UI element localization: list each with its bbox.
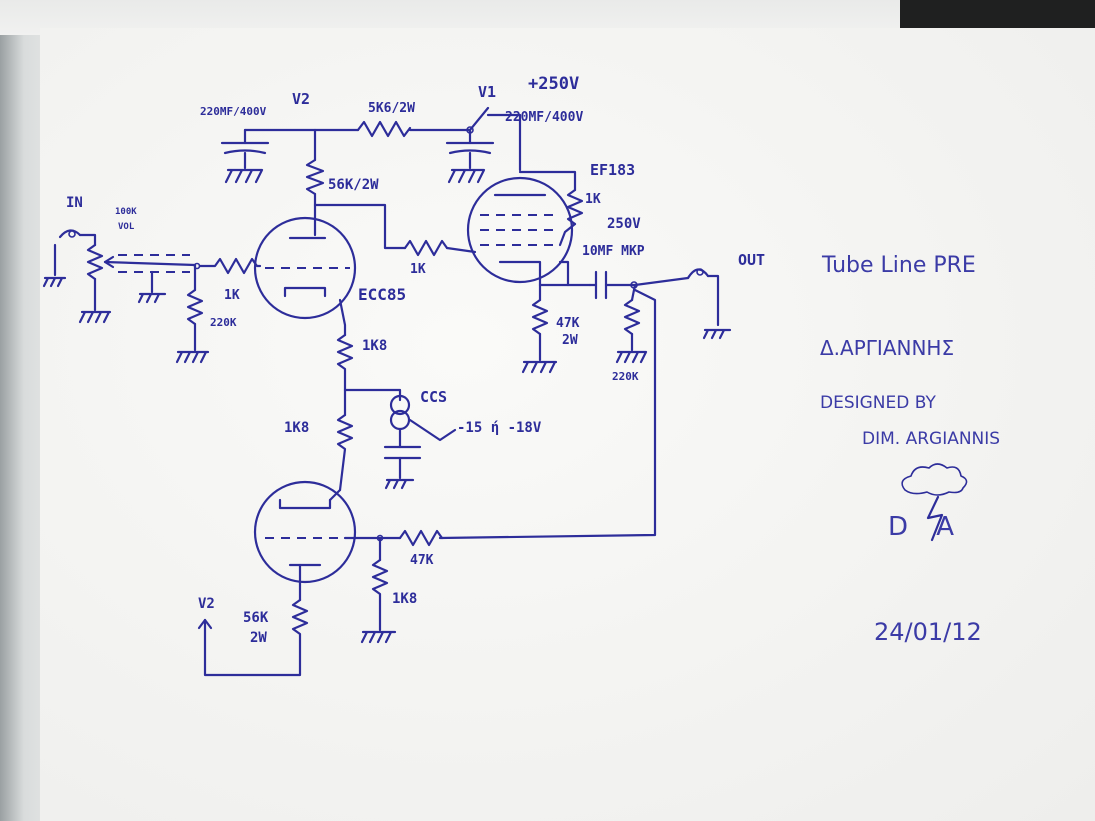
v1-filter-capacitor	[445, 128, 495, 184]
resistor-56k-top	[305, 128, 407, 250]
label-b-plus: +250V	[528, 74, 579, 94]
label-bias: -15 ή -18V	[457, 420, 542, 436]
label-out: OUT	[738, 251, 765, 269]
label-r-56k-bottom-line2: 2W	[250, 630, 267, 646]
ecc85-lower-triode	[197, 480, 444, 677]
output-section	[438, 268, 732, 540]
resistor-47k-cathode	[521, 283, 558, 374]
label-cap-v1: 220MF/400V	[505, 110, 583, 125]
logo-mark	[901, 463, 968, 542]
label-vol-line1: 100K	[115, 207, 137, 217]
background-dark-corner	[900, 0, 1095, 30]
label-r-47k-cathode: 47K 2W	[556, 316, 587, 348]
label-v-250: 250V	[607, 216, 641, 232]
label-r-56k-top: 56K/2W	[328, 177, 379, 193]
label-ef183: EF183	[590, 161, 635, 179]
v2-filter-capacitor	[220, 128, 270, 184]
label-r-220k-out: 220K	[612, 370, 639, 383]
note-title: Tube Line PRE	[821, 253, 976, 278]
label-r-5k6: 5K6/2W	[368, 101, 415, 116]
label-vol: 100K VOL	[115, 207, 142, 232]
supply-rail	[243, 106, 522, 172]
label-r-47k-line2: 2W	[562, 333, 578, 348]
label-v1: V1	[478, 83, 496, 101]
note-author: DIM. ARGIANNIS	[862, 429, 1000, 449]
label-ccs: CCS	[420, 388, 447, 406]
label-r-47k-line1: 47K	[556, 316, 580, 331]
label-r-56k-bottom-line1: 56K	[243, 610, 269, 626]
paper-sheet	[40, 28, 1095, 821]
note-author-greek: Δ.ΑΡΓΙΑΝΝΗΣ	[820, 336, 954, 360]
component-labels: 220MF/400V V2 5K6/2W V1 +250V 220MF/400V…	[66, 74, 765, 646]
label-vol-line2: VOL	[118, 222, 135, 232]
label-cap-out: 10MF MKP	[582, 244, 645, 259]
label-r-47k-fb: 47K	[410, 553, 434, 568]
note-date: 24/01/12	[874, 618, 982, 646]
note-designed-by: DESIGNED BY	[820, 393, 936, 413]
label-r-1k-grid: 1K	[224, 288, 240, 303]
label-v2-top: V2	[292, 90, 310, 108]
label-r-1k8-bottom: 1K8	[392, 591, 417, 607]
note-logo: D A	[888, 512, 964, 542]
ecc85-upper-triode	[253, 216, 357, 337]
label-r-220k-in: 220K	[210, 316, 237, 329]
label-v2-bottom: V2	[198, 596, 215, 612]
label-r-1k8-top: 1K8	[362, 338, 387, 354]
label-r-1k-ef: 1K	[585, 192, 601, 207]
ef183-pentode	[466, 170, 592, 287]
annotation-notes: Tube Line PRE Δ.ΑΡΓΙΑΝΝΗΣ DESIGNED BY DI…	[820, 253, 1000, 646]
input-section	[42, 229, 262, 364]
label-ecc85: ECC85	[358, 285, 406, 304]
label-cap-v2: 220MF/400V	[200, 105, 267, 118]
label-r-1k8-left: 1K8	[284, 420, 309, 436]
ccs-section	[336, 333, 457, 492]
label-in: IN	[66, 195, 83, 211]
label-r-1k-mid: 1K	[410, 262, 426, 277]
resistor-1k-mid	[403, 239, 477, 257]
label-r-56k-bottom: 56K 2W	[243, 610, 277, 646]
